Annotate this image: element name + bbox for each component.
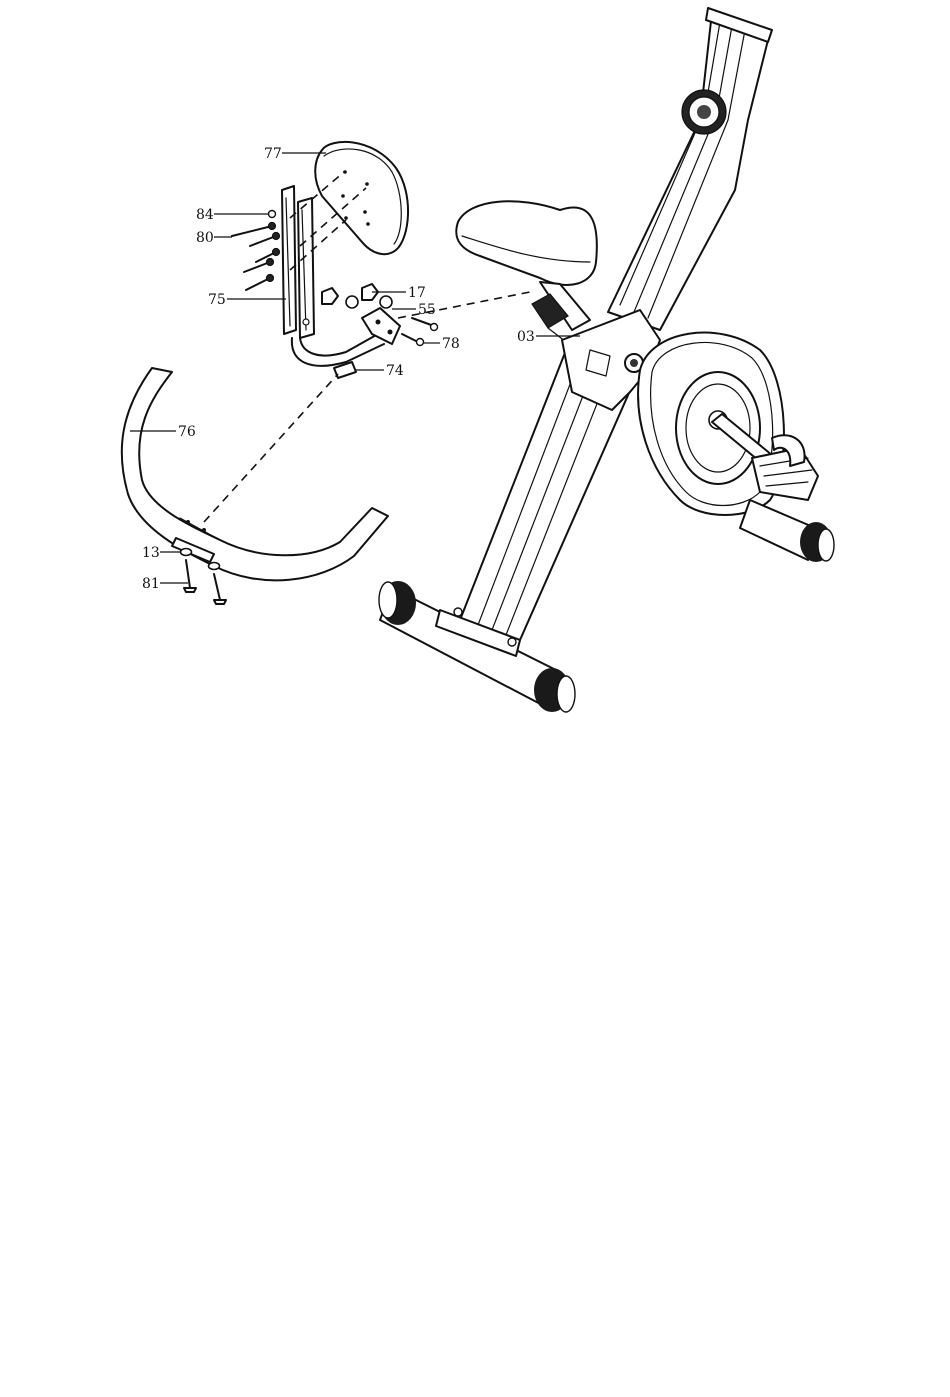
handlebar bbox=[122, 368, 388, 604]
seat bbox=[456, 201, 597, 330]
rear-stabilizer bbox=[740, 500, 834, 562]
screws-80 bbox=[232, 223, 280, 291]
label-81: 81 bbox=[142, 576, 160, 592]
label-75: 75 bbox=[208, 292, 226, 308]
bike-frame bbox=[379, 8, 834, 712]
flywheel-housing bbox=[638, 333, 818, 515]
washer-84 bbox=[269, 211, 276, 218]
label-17: 17 bbox=[408, 285, 426, 301]
tension-knob bbox=[682, 90, 726, 134]
backrest-assembly bbox=[232, 142, 530, 378]
label-55: 55 bbox=[418, 302, 436, 318]
label-74: 74 bbox=[386, 363, 404, 379]
label-84: 84 bbox=[196, 207, 214, 223]
label-80: 80 bbox=[196, 230, 214, 246]
label-78: 78 bbox=[442, 336, 460, 352]
label-03: 03 bbox=[517, 329, 535, 345]
washer-55a bbox=[346, 296, 358, 308]
label-13: 13 bbox=[142, 545, 160, 561]
label-77: 77 bbox=[264, 146, 282, 162]
label-76: 76 bbox=[178, 424, 196, 440]
washer-55b bbox=[380, 296, 392, 308]
